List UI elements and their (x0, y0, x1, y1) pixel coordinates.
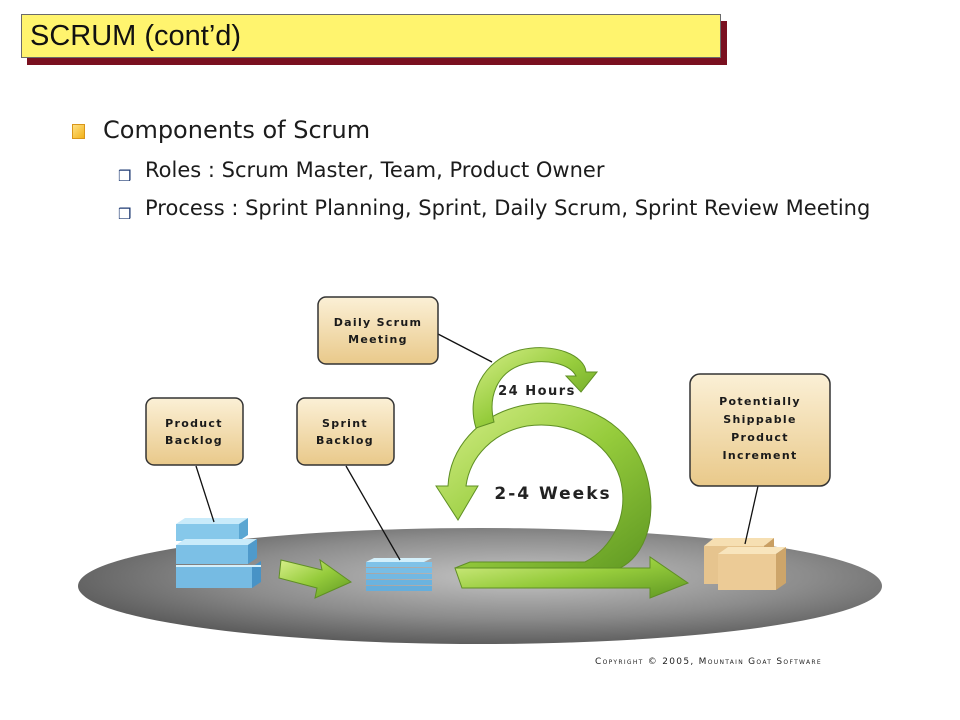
connector-line (345, 465, 401, 561)
svg-text:Increment: Increment (722, 449, 797, 462)
slide-title: SCRUM (cont’d) (30, 20, 242, 52)
product-backlog-label-line1: Product (165, 417, 223, 430)
weeks-label: 2-4 Weeks (494, 484, 611, 504)
hours-label: 24 Hours (498, 384, 576, 399)
title-box: SCRUM (cont’d) (21, 14, 721, 58)
svg-text:Meeting: Meeting (348, 333, 408, 346)
product-backlog-label-box (145, 397, 244, 466)
bullet-item-roles: ❒ Roles : Scrum Master, Team, Product Ow… (70, 154, 890, 186)
increment-label-line2: Shippable (723, 413, 797, 426)
connector-line (437, 333, 493, 363)
checkbox-bullet-icon: ❒ (118, 205, 132, 223)
bullet-square-icon (72, 124, 85, 139)
daily-scrum-label-line1: Daily Scrum (334, 316, 423, 329)
increment-label-box (689, 373, 831, 487)
svg-text:Sprint: Sprint (322, 417, 368, 430)
sprint-backlog-stack (366, 558, 432, 591)
svg-text:Shippable: Shippable (723, 413, 797, 426)
svg-text:Backlog: Backlog (165, 434, 223, 447)
bullet-text-process: Process : Sprint Planning, Sprint, Daily… (145, 196, 871, 220)
svg-text:Product: Product (165, 417, 223, 430)
bullet-text-roles: Roles : Scrum Master, Team, Product Owne… (145, 158, 605, 182)
svg-text:Daily Scrum: Daily Scrum (334, 316, 423, 329)
daily-scrum-label-box (317, 296, 439, 365)
sprint-backlog-label-line2: Backlog (316, 434, 374, 447)
shippable-boxes (704, 538, 786, 590)
daily-scrum-label-line2: Meeting (348, 333, 408, 346)
checkbox-bullet-icon: ❒ (118, 167, 132, 185)
copyright-notice: Copyright © 2005, Mountain Goat Software (595, 657, 822, 667)
product-backlog-label-line2: Backlog (165, 434, 223, 447)
bullet-item-process: ❒ Process : Sprint Planning, Sprint, Dai… (70, 192, 890, 224)
bullet-heading-item: Components of Scrum (70, 112, 890, 148)
scrum-process-diagram: Daily Scrum Meeting Product Backlog Spri… (78, 296, 882, 644)
daily-cycle-arrow (472, 347, 599, 429)
increment-label-line4: Increment (722, 449, 797, 462)
increment-label-line3: Product (731, 431, 789, 444)
connector-line (195, 465, 215, 523)
sprint-backlog-label-box (296, 397, 395, 466)
svg-text:Potentially: Potentially (719, 395, 801, 408)
increment-label-line1: Potentially (719, 395, 801, 408)
svg-text:Product: Product (731, 431, 789, 444)
sprint-backlog-label-line1: Sprint (322, 417, 368, 430)
backlog-to-sprint-arrow (278, 558, 353, 599)
svg-text:Backlog: Backlog (316, 434, 374, 447)
sprint-cycle-arrow (435, 402, 690, 599)
bullet-heading: Components of Scrum (103, 116, 371, 144)
connector-line (744, 485, 759, 545)
bullet-list: Components of Scrum ❒ Roles : Scrum Mast… (70, 112, 890, 224)
product-backlog-stack (176, 518, 261, 588)
